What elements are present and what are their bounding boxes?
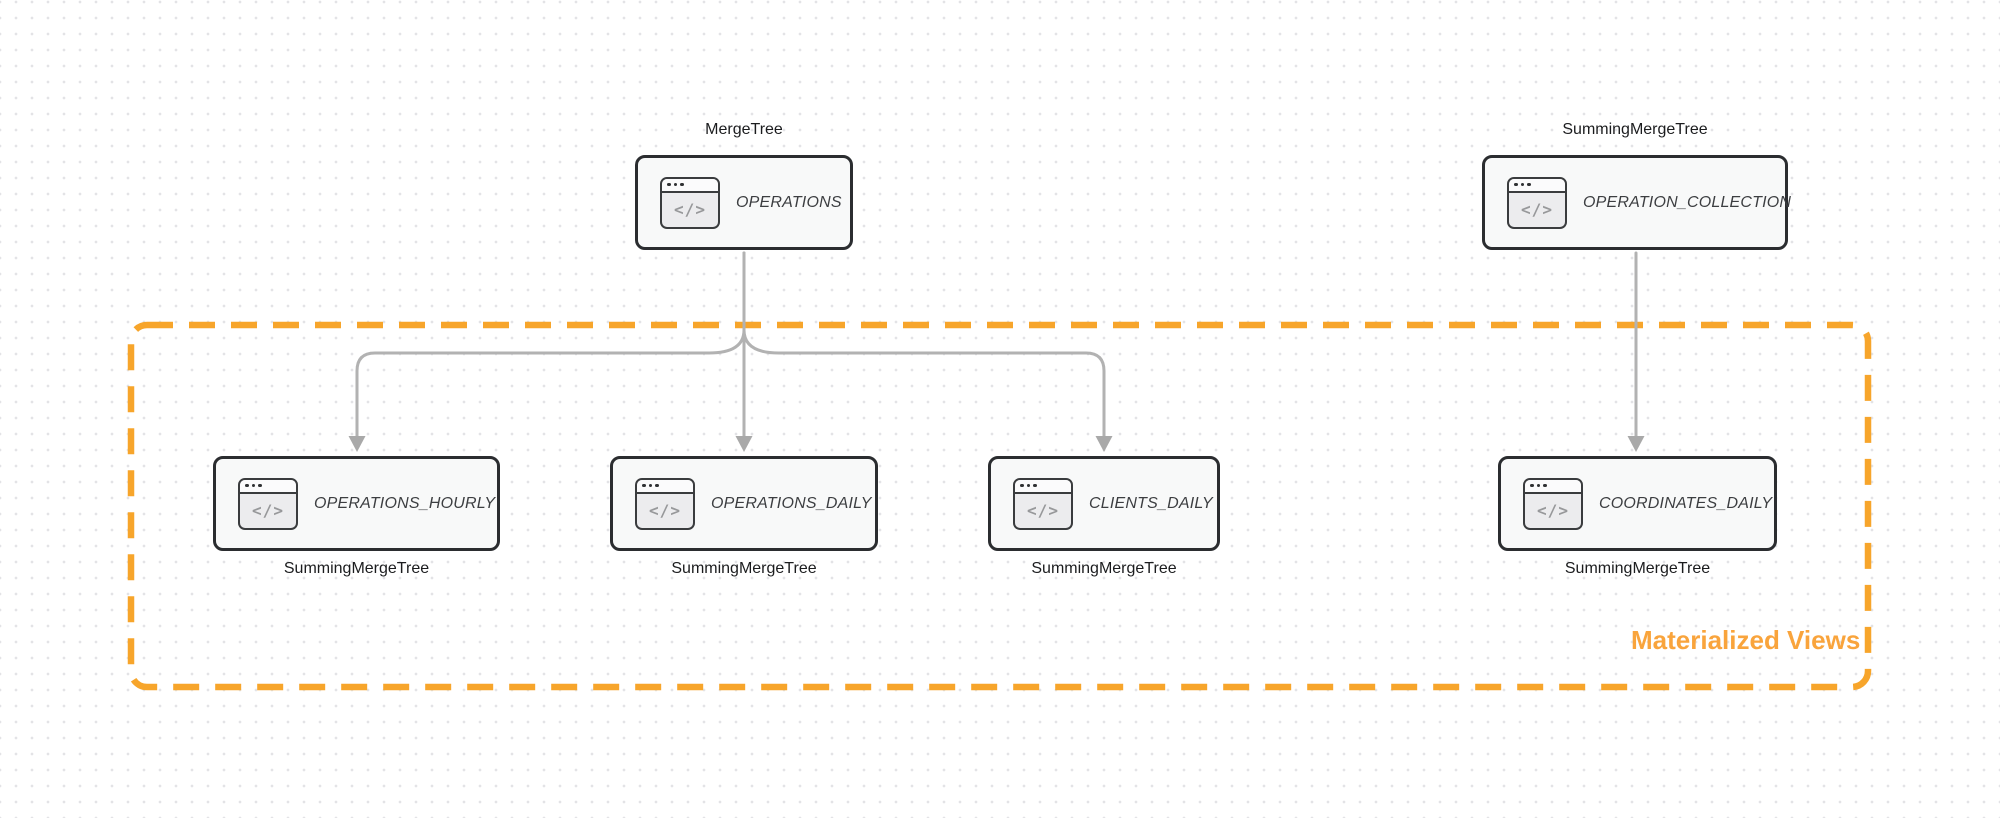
- arrowhead-operations-daily: [735, 436, 753, 452]
- code-glyph: </>: [1027, 501, 1059, 520]
- materialized-views-boundary: [127, 321, 1872, 691]
- edge-operations-to-clients-daily: [742, 251, 1106, 440]
- code-window-icon: </>: [1013, 477, 1073, 530]
- node-clients-daily[interactable]: </> CLIENTS_DAILY: [988, 456, 1220, 551]
- arrowhead-operations-hourly: [348, 436, 366, 452]
- window-titlebar: [662, 178, 718, 193]
- table-name: OPERATIONS_DAILY: [711, 494, 872, 512]
- window-titlebar: [1015, 479, 1071, 494]
- window-dot: [245, 483, 249, 488]
- window-dot: [1020, 483, 1024, 488]
- window-dot: [1033, 483, 1037, 488]
- engine-label-operations: MergeTree: [705, 121, 783, 138]
- table-name: OPERATIONS_HOURLY: [314, 494, 496, 512]
- code-glyph: </>: [674, 200, 706, 219]
- engine-label-coordinates-daily: SummingMergeTree: [1564, 560, 1711, 577]
- window-dot: [1026, 483, 1030, 488]
- code-glyph: </>: [1537, 501, 1569, 520]
- window-dot: [1514, 182, 1518, 187]
- table-name: OPERATION_COLLECTION: [1583, 193, 1792, 211]
- code-glyph: </>: [252, 501, 284, 520]
- code-window-icon: </>: [1523, 477, 1583, 530]
- window-dot: [1520, 182, 1524, 187]
- node-operations[interactable]: </> OPERATIONS: [635, 155, 853, 250]
- window-dot: [251, 483, 255, 488]
- edge-operations-to-operations-hourly: [355, 251, 746, 440]
- window-dot: [655, 483, 659, 488]
- node-operation-collection[interactable]: </> OPERATION_COLLECTION: [1482, 155, 1792, 250]
- code-glyph: </>: [649, 501, 681, 520]
- engine-label-clients-daily: SummingMergeTree: [1031, 560, 1177, 577]
- window-titlebar: [1509, 178, 1565, 193]
- code-window-icon: </>: [1507, 176, 1567, 229]
- code-window-icon: </>: [635, 477, 695, 530]
- window-dot: [1536, 483, 1540, 488]
- materialized-views-caption: Materialized Views: [1631, 625, 1861, 655]
- window-dot: [680, 182, 684, 187]
- code-window-icon: </>: [660, 176, 720, 229]
- window-dot: [1527, 182, 1531, 187]
- window-dot: [667, 182, 671, 187]
- window-titlebar: [240, 479, 296, 494]
- window-dot: [1530, 483, 1534, 488]
- node-operations-hourly[interactable]: </> OPERATIONS_HOURLY: [213, 456, 500, 551]
- engine-label-operations-hourly: SummingMergeTree: [283, 560, 430, 577]
- engine-label-operations-daily: SummingMergeTree: [671, 560, 817, 577]
- window-dot: [1543, 483, 1547, 488]
- node-operations-daily[interactable]: </> OPERATIONS_DAILY: [610, 456, 878, 551]
- table-name: CLIENTS_DAILY: [1089, 494, 1213, 512]
- table-name: OPERATIONS: [736, 193, 842, 211]
- window-dot: [673, 182, 677, 187]
- arrowhead-coordinates-daily: [1627, 436, 1645, 452]
- code-window-icon: </>: [238, 477, 298, 530]
- engine-label-operation-collection: SummingMergeTree: [1562, 121, 1708, 138]
- window-dot: [648, 483, 652, 488]
- node-coordinates-daily[interactable]: </> COORDINATES_DAILY: [1498, 456, 1777, 551]
- table-name: COORDINATES_DAILY: [1599, 494, 1773, 512]
- code-glyph: </>: [1521, 200, 1553, 219]
- window-titlebar: [637, 479, 693, 494]
- window-titlebar: [1525, 479, 1581, 494]
- arrowhead-clients-daily: [1095, 436, 1113, 452]
- window-dot: [258, 483, 262, 488]
- window-dot: [642, 483, 646, 488]
